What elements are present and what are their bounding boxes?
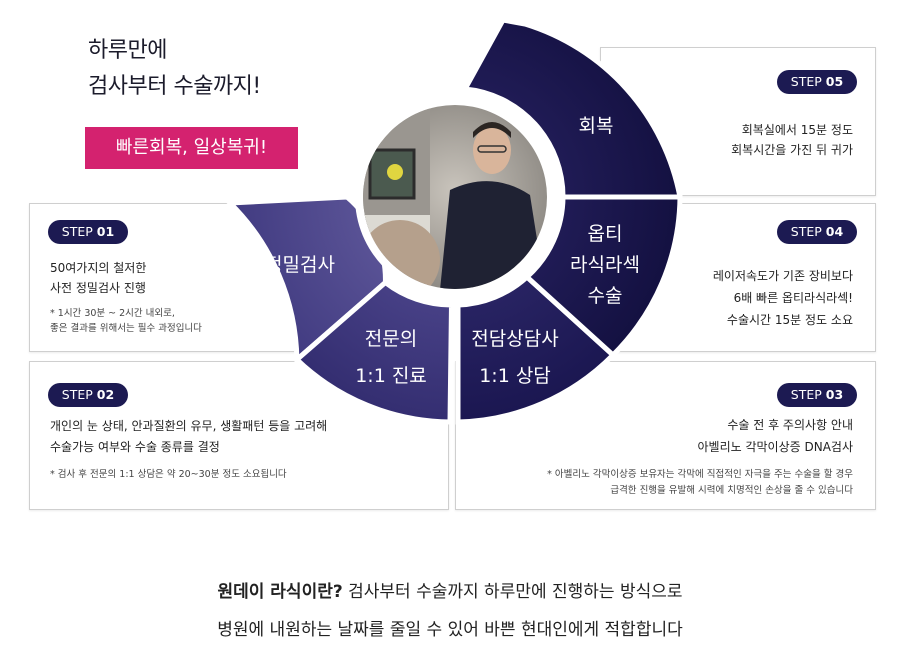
step-01-line2: 사전 정밀검사 진행	[50, 281, 146, 295]
step-04-badge: STEP 04	[777, 220, 857, 244]
step-01-note1: * 1시간 30분 ~ 2시간 내외로,	[50, 308, 175, 319]
segment-label-surgery-line3: 수술	[588, 285, 623, 307]
segment-recovery-arrow	[460, 17, 684, 200]
step-01-line1: 50여가지의 철저한	[50, 261, 147, 275]
bottom-description-line1: 원데이 라식이란? 검사부터 수술까지 하루만에 진행하는 방식으로	[0, 577, 900, 602]
step-02-badge: STEP 02	[48, 383, 128, 407]
segment-label-counselor-line1: 전담상담사	[471, 328, 558, 350]
step-02-line2: 수술가능 여부와 수술 종류를 결정	[50, 440, 220, 454]
step-04-line3: 수술시간 15분 정도 소요	[726, 313, 853, 327]
segment-counselor	[455, 273, 617, 425]
step-03-note2: 급격한 진행을 유발해 시력에 치명적인 손상을 줄 수 있습니다	[610, 485, 853, 496]
step-05-line2: 회복시간을 가진 뒤 귀가	[731, 143, 853, 157]
step-03-line2: 아벨리노 각막이상증 DNA검사	[697, 440, 854, 454]
segment-label-precision-exam: 정밀검사	[265, 254, 335, 276]
step-05-line1: 회복실에서 15분 정도	[741, 123, 853, 137]
segment-label-specialist-line1: 전문의	[365, 328, 417, 350]
step-04-line2: 6배 빠른 옵티라식라섹!	[733, 291, 853, 305]
step-05-badge: STEP 05	[777, 70, 857, 94]
segment-label-surgery-line1: 옵티	[588, 223, 623, 245]
step-01-note2: 좋은 결과를 위해서는 필수 과정입니다	[50, 323, 202, 334]
step-01-badge: STEP 01	[48, 220, 128, 244]
step-04-line1: 레이저속도가 기존 장비보다	[712, 269, 853, 283]
segment-label-specialist-line2: 1:1 진료	[355, 365, 427, 387]
step-02-note1: * 검사 후 전문의 1:1 상담은 약 20~30분 정도 소요됩니다	[50, 469, 287, 480]
segment-specialist	[293, 279, 455, 425]
step-02-line1: 개인의 눈 상태, 안과질환의 유무, 생활패턴 등을 고려해	[50, 419, 328, 433]
bottom-description-line1-rest: 검사부터 수술까지 하루만에 진행하는 방식으로	[342, 582, 683, 602]
headline-line2: 검사부터 수술까지!	[88, 74, 261, 99]
step-03-note1: * 아벨리노 각막이상증 보유자는 각막에 직접적인 자극을 주는 수술을 할 …	[547, 469, 853, 480]
segment-label-recovery: 회복	[579, 115, 614, 137]
bottom-description-title: 원데이 라식이란?	[217, 582, 343, 602]
headline-line1: 하루만에	[88, 38, 167, 63]
step-03-line1: 수술 전 후 주의사항 안내	[727, 418, 853, 432]
step-03-badge: STEP 03	[777, 383, 857, 407]
tagline-banner: 빠른회복, 일상복귀!	[85, 127, 298, 169]
segment-label-counselor-line2: 1:1 상담	[479, 365, 551, 387]
bottom-description-line2: 병원에 내원하는 날짜를 줄일 수 있어 바쁜 현대인에게 적합합니다	[217, 620, 683, 640]
step-02-card: STEP 02 개인의 눈 상태, 안과질환의 유무, 생활패턴 등을 고려해 …	[29, 361, 449, 510]
segment-label-surgery-line2: 라식라섹	[570, 254, 640, 276]
step-03-card: STEP 03 수술 전 후 주의사항 안내 아벨리노 각막이상증 DNA검사 …	[455, 361, 876, 510]
